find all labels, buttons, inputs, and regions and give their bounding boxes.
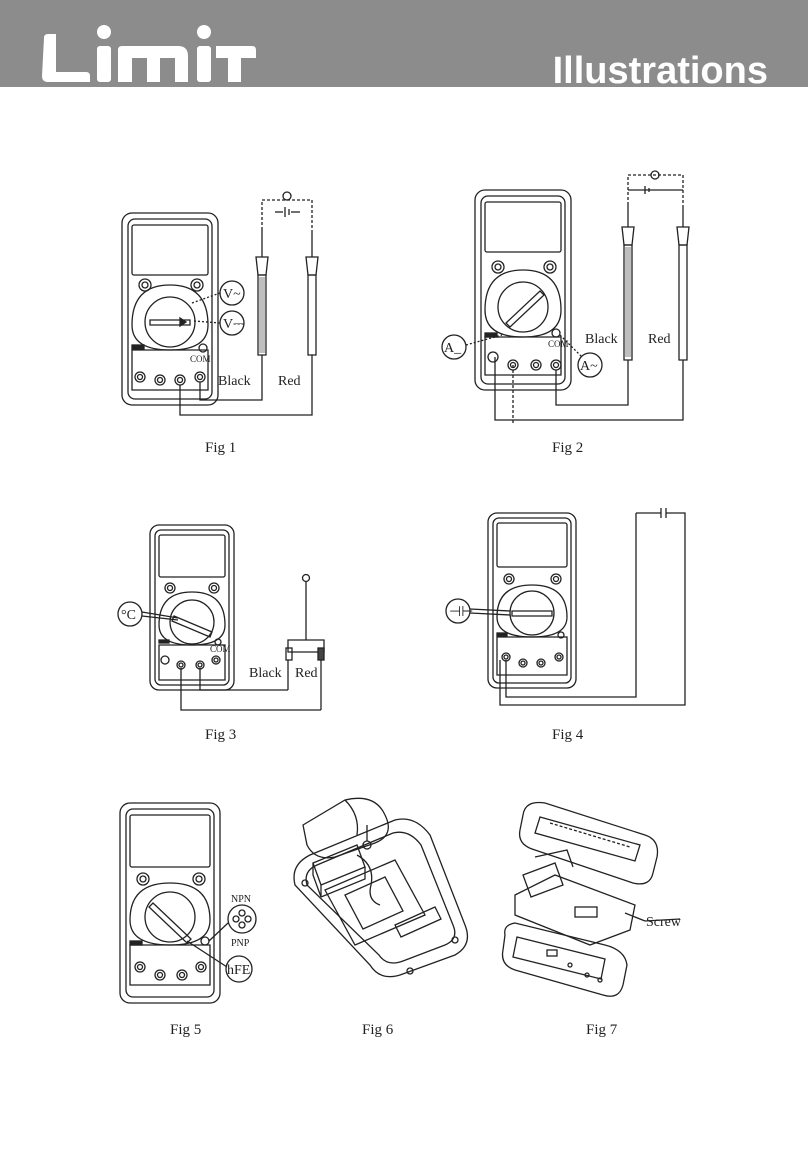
fig3-red-label: Red bbox=[295, 666, 318, 681]
figure-5-transistor-test: NPN PNP hFE bbox=[119, 802, 257, 1004]
fig3-black-label: Black bbox=[249, 666, 282, 681]
fig3-caption: Fig 3 bbox=[205, 727, 237, 743]
fig1-caption: Fig 1 bbox=[205, 440, 237, 456]
fig1-black-label: Black bbox=[218, 374, 251, 389]
fig5-caption: Fig 5 bbox=[170, 1022, 202, 1038]
figure-4-capacitance-measurement: ⊣⊢ bbox=[445, 508, 686, 706]
fig2-aac-label: A~ bbox=[580, 359, 598, 374]
figure-2-current-measurement: A_ A~ COM Black Red bbox=[441, 170, 690, 425]
fig2-caption: Fig 2 bbox=[552, 440, 584, 456]
figure-1-voltage-measurement: V~ V⎓ COM Black Red bbox=[121, 191, 319, 416]
fig2-adc-label: A_ bbox=[444, 341, 462, 356]
fig1-com-label: COM bbox=[190, 354, 211, 364]
figure-6-battery-replacement bbox=[293, 797, 469, 978]
fig4-cap-label: ⊣⊢ bbox=[449, 605, 473, 620]
page-header: Illustrations bbox=[0, 0, 808, 92]
fig1-red-label: Red bbox=[278, 374, 301, 389]
brand-logo bbox=[42, 25, 256, 82]
fig7-caption: Fig 7 bbox=[586, 1022, 618, 1038]
fig3-com-label: COM bbox=[210, 644, 231, 654]
fig5-npn-label: NPN bbox=[231, 894, 251, 905]
fig5-hfe-label: hFE bbox=[227, 963, 250, 978]
fig2-black-label: Black bbox=[585, 332, 618, 347]
fig6-caption: Fig 6 bbox=[362, 1022, 394, 1038]
page-title: Illustrations bbox=[552, 50, 768, 92]
figure-3-temperature-measurement: °C COM Black Red bbox=[117, 524, 325, 711]
fig2-com-label: COM bbox=[548, 339, 569, 349]
fig1-vdc-label: V⎓ bbox=[223, 317, 244, 332]
fig4-caption: Fig 4 bbox=[552, 727, 584, 743]
fig7-screw-label: Screw bbox=[646, 915, 682, 930]
fig5-pnp-label: PNP bbox=[231, 938, 250, 949]
figure-7-fuse-replacement: Screw bbox=[501, 801, 682, 997]
fig1-vac-label: V~ bbox=[223, 287, 241, 302]
fig2-red-label: Red bbox=[648, 332, 671, 347]
fig3-temp-label: °C bbox=[121, 608, 136, 623]
